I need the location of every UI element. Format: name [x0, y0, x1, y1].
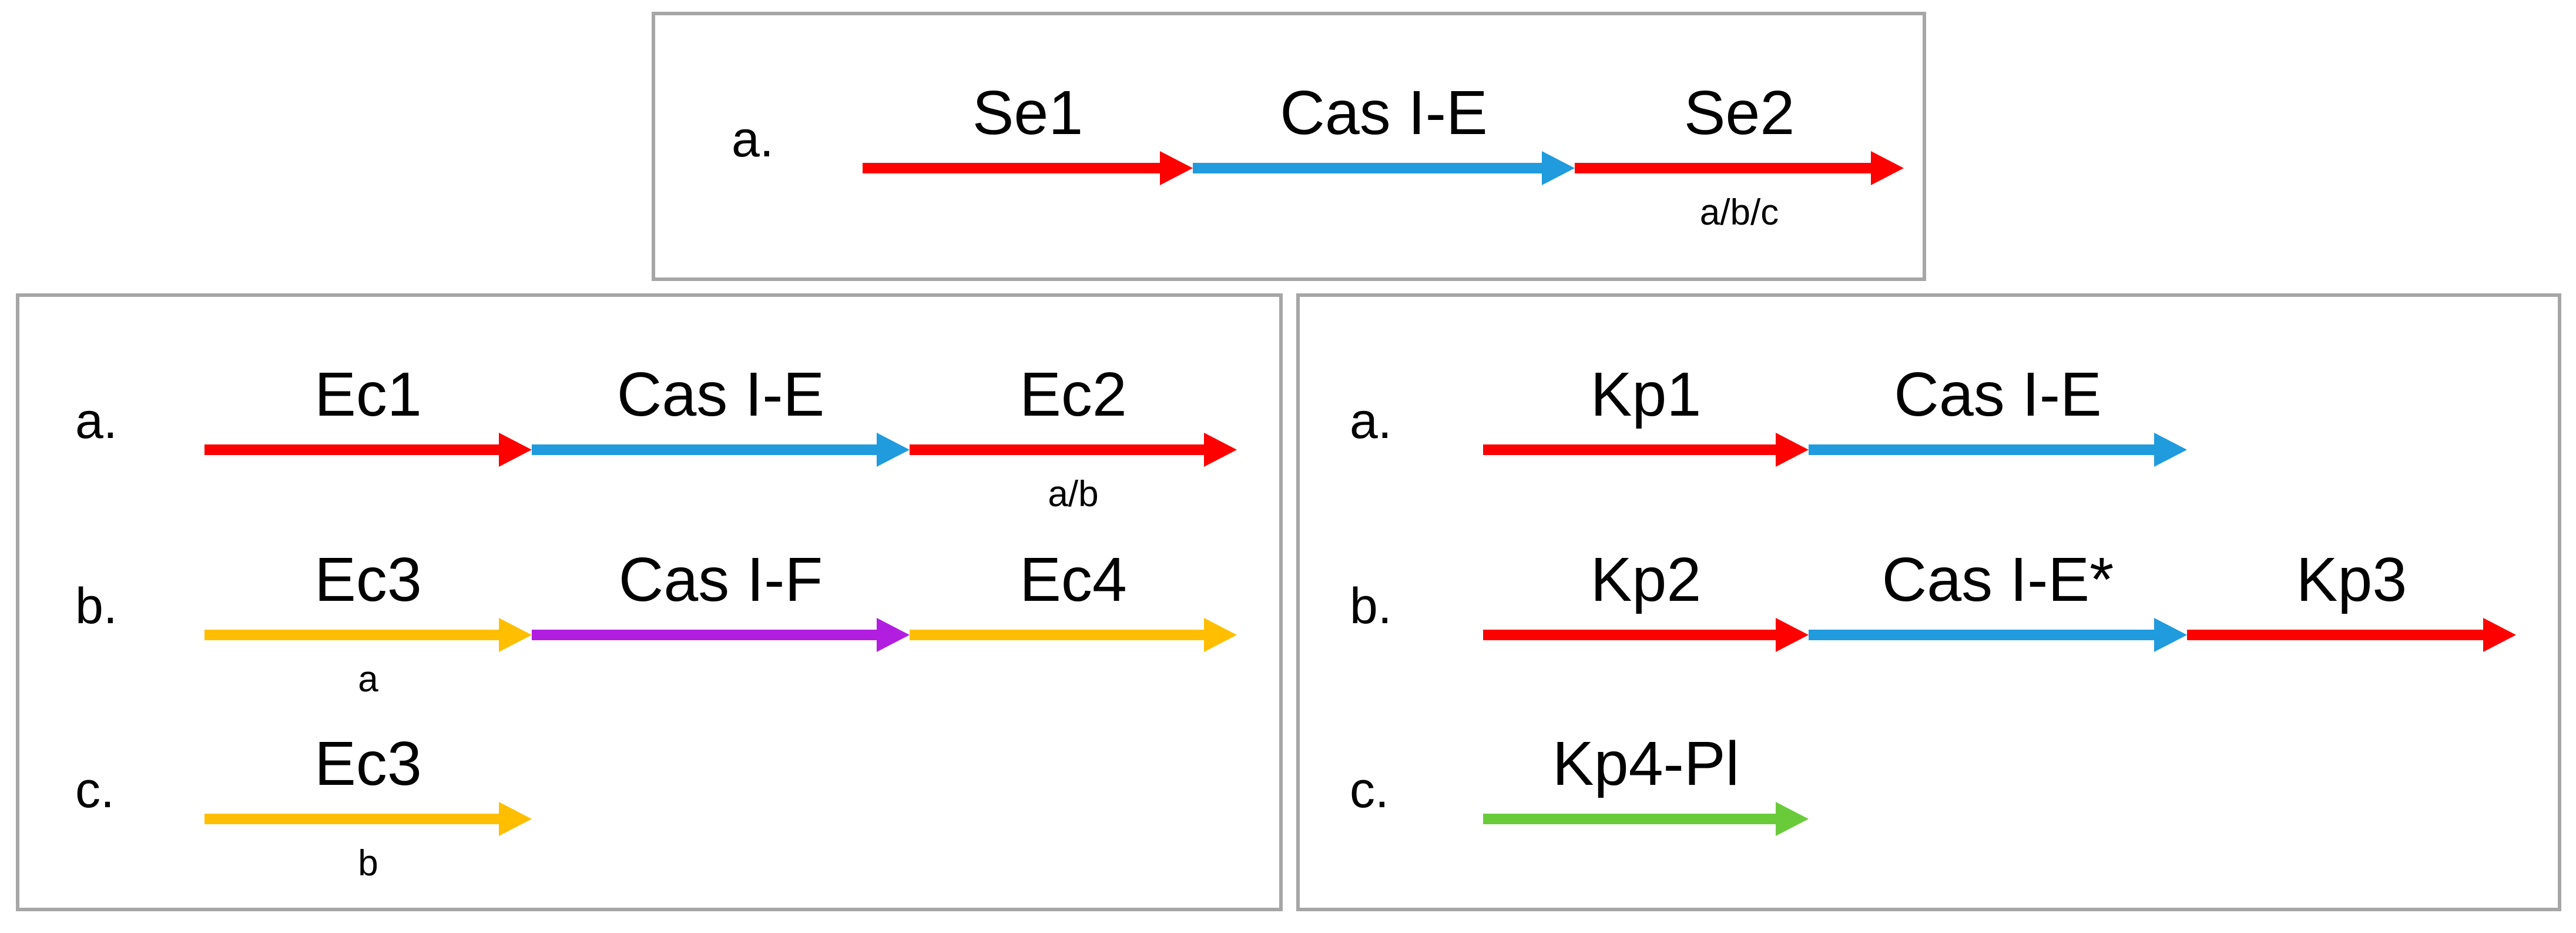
- arrow-head: [1776, 618, 1809, 652]
- panel-left-row-3: c. Ec3 b: [75, 729, 532, 884]
- arrow-shaft: [1193, 163, 1544, 173]
- arrow-head: [2154, 433, 2187, 467]
- gene-segment-cas-i-e: Cas I-E: [532, 360, 910, 467]
- segment-label: Cas I-E: [1894, 360, 2101, 429]
- segment-label: Cas I-F: [619, 545, 823, 614]
- arrow-shaft: [1809, 444, 2156, 455]
- segment-label: Kp3: [2296, 545, 2407, 614]
- segment-label: Se2: [1684, 78, 1795, 148]
- segment-label: Kp2: [1591, 545, 1702, 614]
- gene-segment-cas-i-e: Cas I-E: [1193, 78, 1575, 185]
- segment-sublabel: a/b: [1048, 474, 1098, 514]
- arrow-shaft: [1483, 444, 1778, 455]
- arrow-shaft: [204, 630, 501, 640]
- panel-right-row-2: b. Kp2 Cas I-E* Kp3: [1350, 545, 2516, 652]
- gene-segment-se1: Se1: [863, 78, 1193, 185]
- segment-label: Kp4-Pl: [1552, 729, 1739, 798]
- arrow-shaft: [1483, 630, 1778, 640]
- panel-right-border: [1296, 293, 2561, 911]
- arrow-shaft: [204, 814, 501, 824]
- arrow-shaft: [204, 444, 501, 455]
- gene-segment-ec3: Ec3 a: [204, 545, 532, 700]
- arrow-shaft: [910, 444, 1206, 455]
- arrow-shaft: [863, 163, 1162, 173]
- segment-label: Ec4: [1019, 545, 1127, 614]
- arrow-head: [499, 618, 532, 652]
- arrow-shaft: [532, 444, 879, 455]
- arrow-shaft: [532, 630, 879, 640]
- arrow-shaft: [1809, 630, 2156, 640]
- arrow-head: [877, 618, 910, 652]
- gene-segment-ec4: Ec4: [910, 545, 1237, 652]
- arrow-head: [499, 433, 532, 467]
- arrow-head: [2483, 618, 2516, 652]
- row-label: c.: [1350, 762, 1389, 818]
- segment-sublabel: b: [358, 843, 378, 884]
- segment-label: Ec3: [314, 545, 422, 614]
- arrow-head: [1871, 151, 1904, 185]
- panel-left-border: [16, 293, 1283, 911]
- arrow-shaft: [910, 630, 1206, 640]
- arrow-shaft: [1483, 814, 1778, 824]
- segment-sublabel: a: [358, 659, 378, 700]
- row-label: b.: [75, 578, 118, 634]
- gene-segment-kp1: Kp1: [1483, 360, 1809, 467]
- segment-sublabel: a/b/c: [1700, 192, 1779, 233]
- segment-label: Ec2: [1019, 360, 1127, 429]
- segment-label: Se1: [972, 78, 1084, 148]
- gene-segment-ec3: Ec3 b: [204, 729, 532, 884]
- row-label: a.: [1350, 393, 1392, 449]
- row-label: c.: [75, 762, 115, 818]
- arrow-head: [1160, 151, 1193, 185]
- segment-label: Cas I-E: [1280, 78, 1487, 148]
- arrow-head: [1776, 802, 1809, 836]
- segment-label: Cas I-E*: [1882, 545, 2114, 614]
- arrow-head: [499, 802, 532, 836]
- gene-segment-kp4-pl: Kp4-Pl: [1483, 729, 1809, 836]
- segment-label: Cas I-E: [617, 360, 824, 429]
- segment-label: Kp1: [1591, 360, 1702, 429]
- panel-top-row-1: a. Se1 Cas I-E Se2 a/b/c: [732, 78, 1904, 233]
- gene-segment-cas-i-e-: Cas I-E*: [1809, 545, 2187, 652]
- arrow-shaft: [1575, 163, 1873, 173]
- segment-label: Ec3: [314, 729, 422, 798]
- arrow-head: [1776, 433, 1809, 467]
- gene-segment-ec2: Ec2 a/b: [910, 360, 1237, 514]
- row-label: b.: [1350, 578, 1392, 634]
- panel-top-border: [652, 12, 1926, 281]
- arrow-head: [2154, 618, 2187, 652]
- gene-segment-kp2: Kp2: [1483, 545, 1809, 652]
- row-label: a.: [732, 111, 774, 168]
- row-label: a.: [75, 393, 118, 449]
- arrow-head: [1542, 151, 1575, 185]
- gene-segment-kp3: Kp3: [2187, 545, 2516, 652]
- arrow-head: [1204, 618, 1237, 652]
- gene-segment-se2: Se2 a/b/c: [1575, 78, 1904, 233]
- panel-left-row-2: b. Ec3 a Cas I-F Ec4: [75, 545, 1237, 700]
- gene-segment-ec1: Ec1: [204, 360, 532, 467]
- panel-right-row-3: c. Kp4-Pl: [1350, 729, 1809, 836]
- gene-segment-cas-i-e: Cas I-E: [1809, 360, 2187, 467]
- arrow-shaft: [2187, 630, 2486, 640]
- arrow-head: [1204, 433, 1237, 467]
- panel-left-row-1: a. Ec1 Cas I-E Ec2 a/b: [75, 360, 1237, 514]
- arrow-head: [877, 433, 910, 467]
- segment-label: Ec1: [314, 360, 422, 429]
- panel-right-row-1: a. Kp1 Cas I-E: [1350, 360, 2187, 467]
- gene-segment-cas-i-f: Cas I-F: [532, 545, 910, 652]
